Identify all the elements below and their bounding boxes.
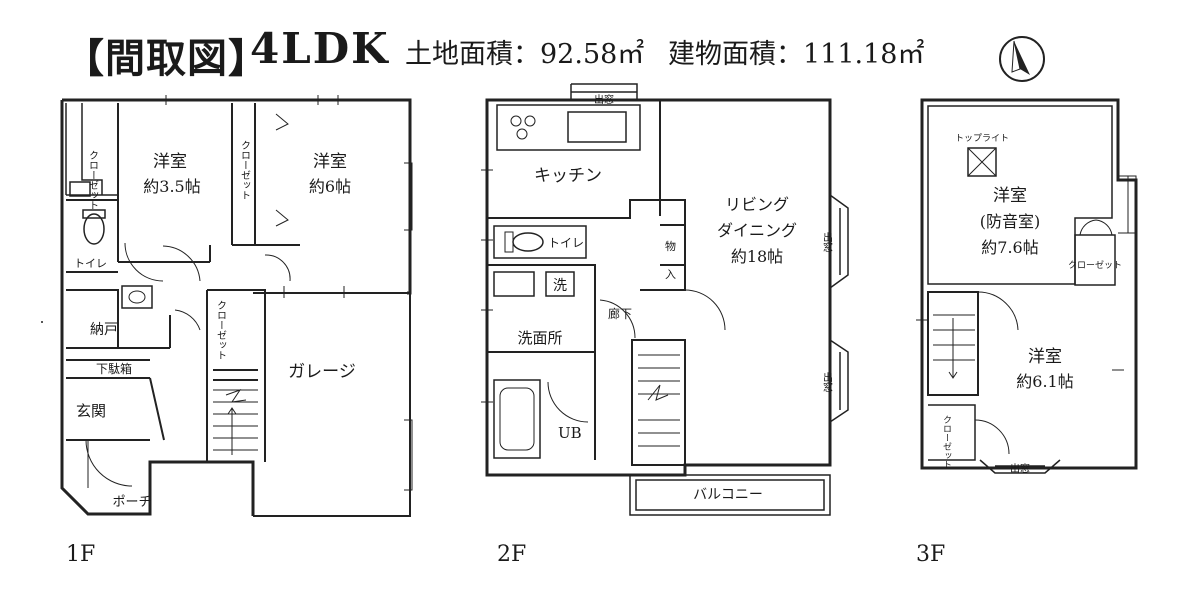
- f1-storage-label: 納戸: [90, 322, 118, 338]
- f2-living-size: 約18帖: [731, 247, 783, 266]
- floor-label-3f: 3F: [916, 542, 946, 567]
- f2-washer-label: 洗: [553, 278, 567, 294]
- compass-icon: [999, 36, 1045, 82]
- f2-toilet-label: トイレ: [548, 236, 584, 250]
- floor-1f: [60, 95, 413, 517]
- f1-toilet-label: トイレ: [74, 257, 107, 270]
- f3-closet-a-label: クローゼット: [1068, 259, 1122, 271]
- f2-window-side-b-label: 出窓: [821, 371, 833, 392]
- f1-western-a-label: 洋室: [153, 152, 187, 172]
- f2-window-top-label: 出窓: [594, 93, 614, 106]
- f2-kitchen-label: キッチン: [534, 166, 602, 186]
- f3-toplight-label: トップライト: [955, 133, 1009, 144]
- f1-closet-a-label: クローゼット: [87, 150, 99, 210]
- f1-closet-b-label: クローゼット: [239, 140, 251, 200]
- stray-dot: [41, 321, 43, 323]
- f3-western-a-size: 約7.6帖: [981, 238, 1038, 257]
- floor-3f: [916, 98, 1138, 474]
- f3-window-bottom-label: 出窓: [1010, 462, 1030, 475]
- f1-garage-label: ガレージ: [288, 362, 356, 382]
- f3-western-a-label: 洋室: [993, 186, 1027, 206]
- f1-porch-label: ポーチ: [112, 495, 151, 510]
- building-area: 建物面積：111.18㎡: [668, 39, 925, 70]
- f1-entrance-label: 玄関: [76, 402, 106, 420]
- f2-corridor-label: 廊下: [608, 306, 632, 321]
- land-area: 土地面積：92.58㎡: [405, 39, 645, 70]
- f3-closet-b-label: クローゼット: [941, 415, 952, 469]
- layout-type: 4LDK: [250, 24, 390, 73]
- f3-western-a-note: (防音室): [980, 212, 1041, 231]
- f2-bath-label: UB: [558, 424, 582, 442]
- f2-balcony-label: バルコニー: [693, 487, 763, 503]
- f2-washroom-label: 洗面所: [517, 329, 562, 347]
- floor-label-2f: 2F: [497, 542, 527, 567]
- plan-title: 【間取図】: [64, 35, 269, 82]
- f2-storage-label-2: 入: [665, 268, 676, 281]
- f2-storage-label-1: 物: [665, 239, 676, 253]
- f1-western-a-size: 約3.5帖: [143, 177, 200, 196]
- f3-western-b-label: 洋室: [1028, 347, 1062, 367]
- floor-2f: [481, 83, 849, 516]
- f2-window-side-a-label: 出窓: [821, 231, 833, 252]
- f2-living-line1: リビング: [725, 195, 789, 214]
- f1-shoe-box-label: 下駄箱: [96, 361, 132, 376]
- f3-western-b-size: 約6.1帖: [1016, 372, 1073, 391]
- f1-closet-c-label: クローゼット: [215, 300, 227, 360]
- f1-western-b-label: 洋室: [313, 152, 347, 172]
- floor-label-1f: 1F: [66, 542, 96, 567]
- f2-living-line2: ダイニング: [717, 221, 797, 240]
- f1-western-b-size: 約6帖: [309, 177, 351, 196]
